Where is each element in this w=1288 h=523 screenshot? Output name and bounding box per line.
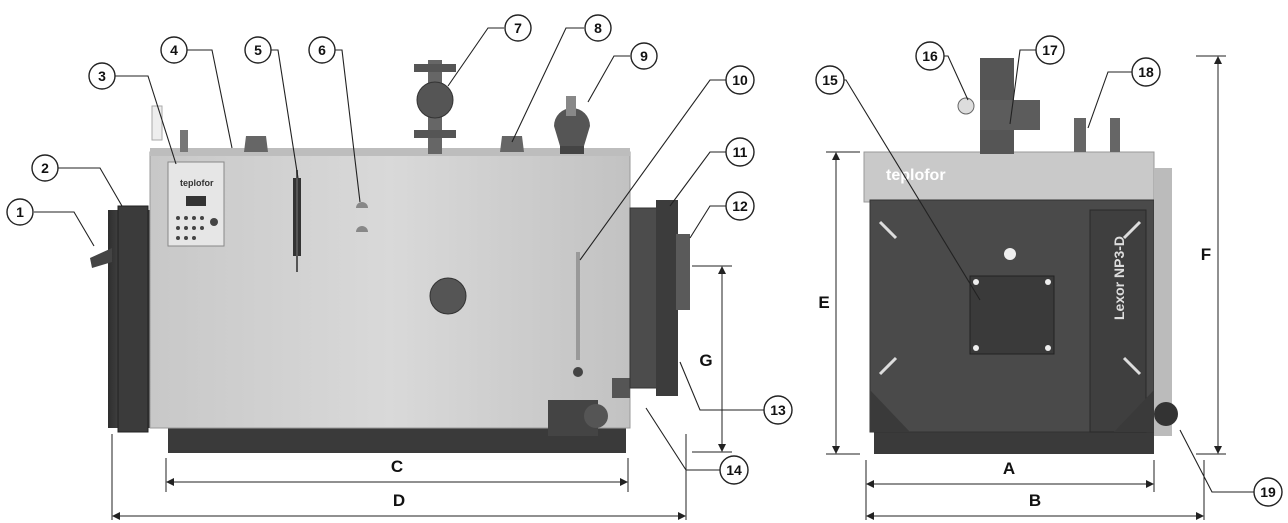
svg-text:16: 16 — [922, 48, 938, 64]
svg-text:15: 15 — [822, 72, 838, 88]
callout-19: 19 — [1253, 477, 1283, 507]
safety-valve — [554, 108, 590, 146]
callout-9: 9 — [630, 42, 658, 70]
callout-6: 6 — [308, 36, 336, 64]
callout-7: 7 — [504, 14, 532, 42]
lifting-lug-2 — [500, 136, 524, 152]
svg-text:10: 10 — [732, 72, 748, 88]
lifting-lug-1 — [244, 136, 268, 152]
callout-1: 1 — [6, 198, 34, 226]
callout-10: 10 — [725, 65, 755, 95]
svg-text:11: 11 — [733, 144, 748, 160]
dimension-lines — [111, 55, 1226, 520]
svg-text:17: 17 — [1042, 42, 1058, 58]
callout-17: 17 — [1035, 35, 1065, 65]
side-top-rail — [150, 148, 630, 156]
steam-valve-wheel — [416, 81, 454, 119]
svg-text:7: 7 — [514, 20, 522, 36]
svg-text:1: 1 — [16, 204, 24, 220]
svg-text:2: 2 — [41, 160, 49, 176]
svg-text:14: 14 — [726, 462, 742, 478]
callout-4: 4 — [160, 36, 188, 64]
level-switch-1 — [356, 202, 368, 208]
front-base — [874, 430, 1154, 454]
front-pressure-gauge — [957, 97, 975, 115]
svg-text:9: 9 — [640, 48, 648, 64]
callout-15: 15 — [815, 65, 845, 95]
svg-text:8: 8 — [594, 20, 602, 36]
svg-text:5: 5 — [254, 42, 262, 58]
dim-label-d: D — [393, 491, 405, 510]
callout-12: 12 — [725, 191, 755, 221]
svg-text:4: 4 — [170, 42, 178, 58]
inspection-hatch — [429, 277, 467, 315]
side-air-vent — [180, 130, 188, 152]
svg-text:18: 18 — [1138, 64, 1154, 80]
callout-18: 18 — [1131, 57, 1161, 87]
dim-label-e: E — [818, 293, 829, 312]
control-panel-logo: teplofor — [180, 178, 214, 188]
front-logo: teplofor — [886, 167, 946, 184]
control-buttons — [176, 216, 218, 240]
svg-text:6: 6 — [318, 42, 326, 58]
control-display — [186, 196, 206, 206]
callout-5: 5 — [244, 36, 272, 64]
burner-plate — [117, 205, 149, 433]
dim-label-a: A — [1003, 459, 1015, 478]
dim-label-c: C — [391, 457, 403, 476]
dim-label-g: G — [699, 351, 712, 370]
svg-text:13: 13 — [770, 402, 786, 418]
dim-label-f: F — [1201, 245, 1211, 264]
dim-label-b: B — [1029, 491, 1041, 510]
burner-handle — [90, 248, 112, 268]
callout-13: 13 — [763, 395, 793, 425]
front-hatch — [969, 275, 1055, 355]
callout-3: 3 — [88, 62, 116, 90]
svg-text:12: 12 — [732, 198, 748, 214]
front-side-plate — [1089, 209, 1147, 433]
callout-2: 2 — [31, 154, 59, 182]
front-pump — [1154, 402, 1178, 426]
front-model: Lexor NP3-D — [1111, 236, 1127, 320]
side-view: teplofor — [90, 60, 690, 453]
callout-14: 14 — [719, 455, 749, 485]
callout-16: 16 — [915, 41, 945, 71]
svg-text:3: 3 — [98, 68, 106, 84]
front-view: teplofor Lexor NP3-D — [863, 58, 1178, 454]
callout-8: 8 — [584, 14, 612, 42]
callout-11: 11 — [725, 137, 755, 167]
level-switch-2 — [356, 226, 368, 232]
svg-text:19: 19 — [1260, 484, 1276, 500]
